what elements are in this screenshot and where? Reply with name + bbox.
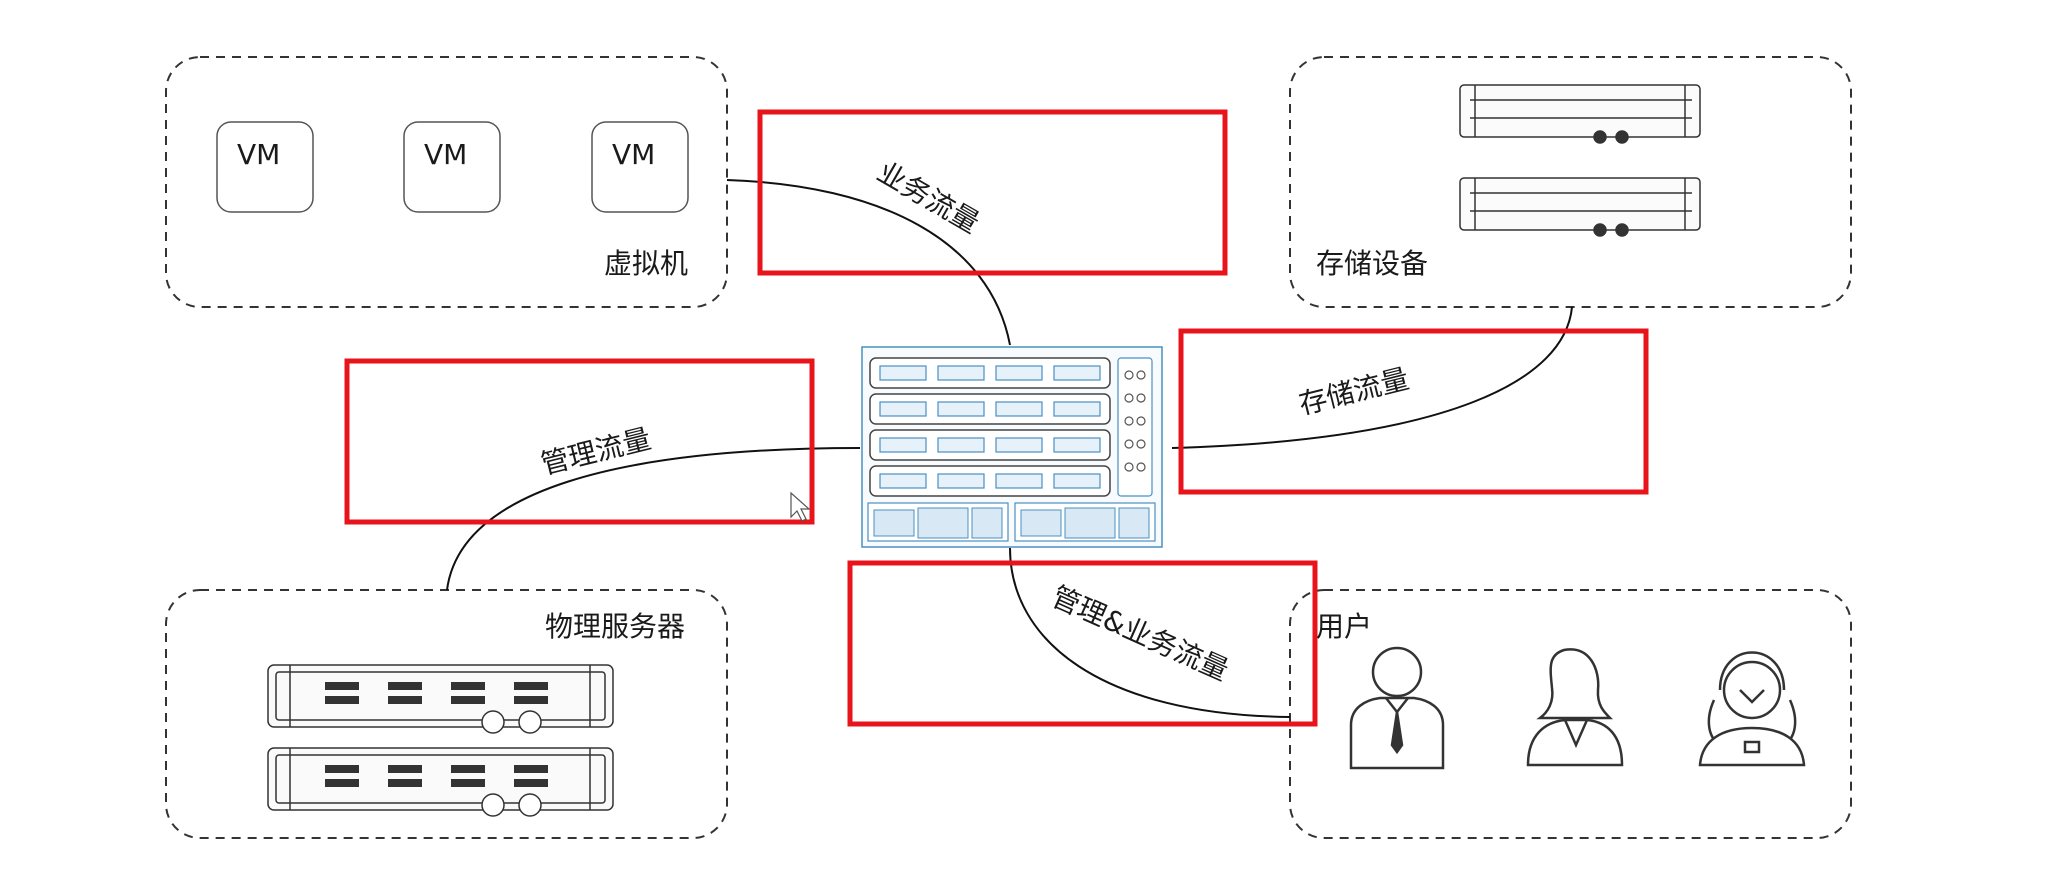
business-traffic-highlight	[757, 109, 1228, 276]
storage-traffic-highlight	[1178, 328, 1649, 495]
management-traffic-highlight	[344, 358, 815, 525]
physical-server-icon-2	[267, 747, 614, 817]
female-user-icon	[1526, 648, 1624, 767]
vm-label-1: VM	[237, 138, 281, 171]
vm-box-3	[591, 121, 689, 213]
storage-device-icon-1	[1459, 84, 1701, 144]
vm-label-3: VM	[612, 138, 656, 171]
physical-server-icon-1	[267, 664, 614, 734]
vm-label-2: VM	[424, 138, 468, 171]
vm-box-2	[403, 121, 501, 213]
storage-group-box	[1289, 56, 1852, 308]
vm-box-1	[216, 121, 314, 213]
mgmt-business-traffic-highlight	[847, 560, 1318, 727]
physical-group-label: 物理服务器	[545, 610, 686, 643]
storage-device-icon-2	[1459, 177, 1701, 237]
storage-traffic-line	[1171, 306, 1573, 449]
male-user-icon	[1349, 646, 1445, 770]
mgmt-business-traffic-line	[1009, 547, 1291, 718]
central-server-icon	[861, 346, 1163, 548]
management-traffic-line	[446, 447, 861, 591]
users-group-label: 用户	[1316, 610, 1373, 643]
vm-group-box	[165, 56, 728, 308]
support-agent-icon	[1698, 651, 1806, 767]
users-group-box	[1289, 589, 1852, 839]
business-traffic-line	[726, 179, 1011, 346]
vm-group-label: 虚拟机	[604, 247, 689, 280]
storage-group-label: 存储设备	[1316, 247, 1429, 280]
physical-group-box	[165, 589, 728, 839]
mouse-cursor-icon	[790, 491, 811, 522]
